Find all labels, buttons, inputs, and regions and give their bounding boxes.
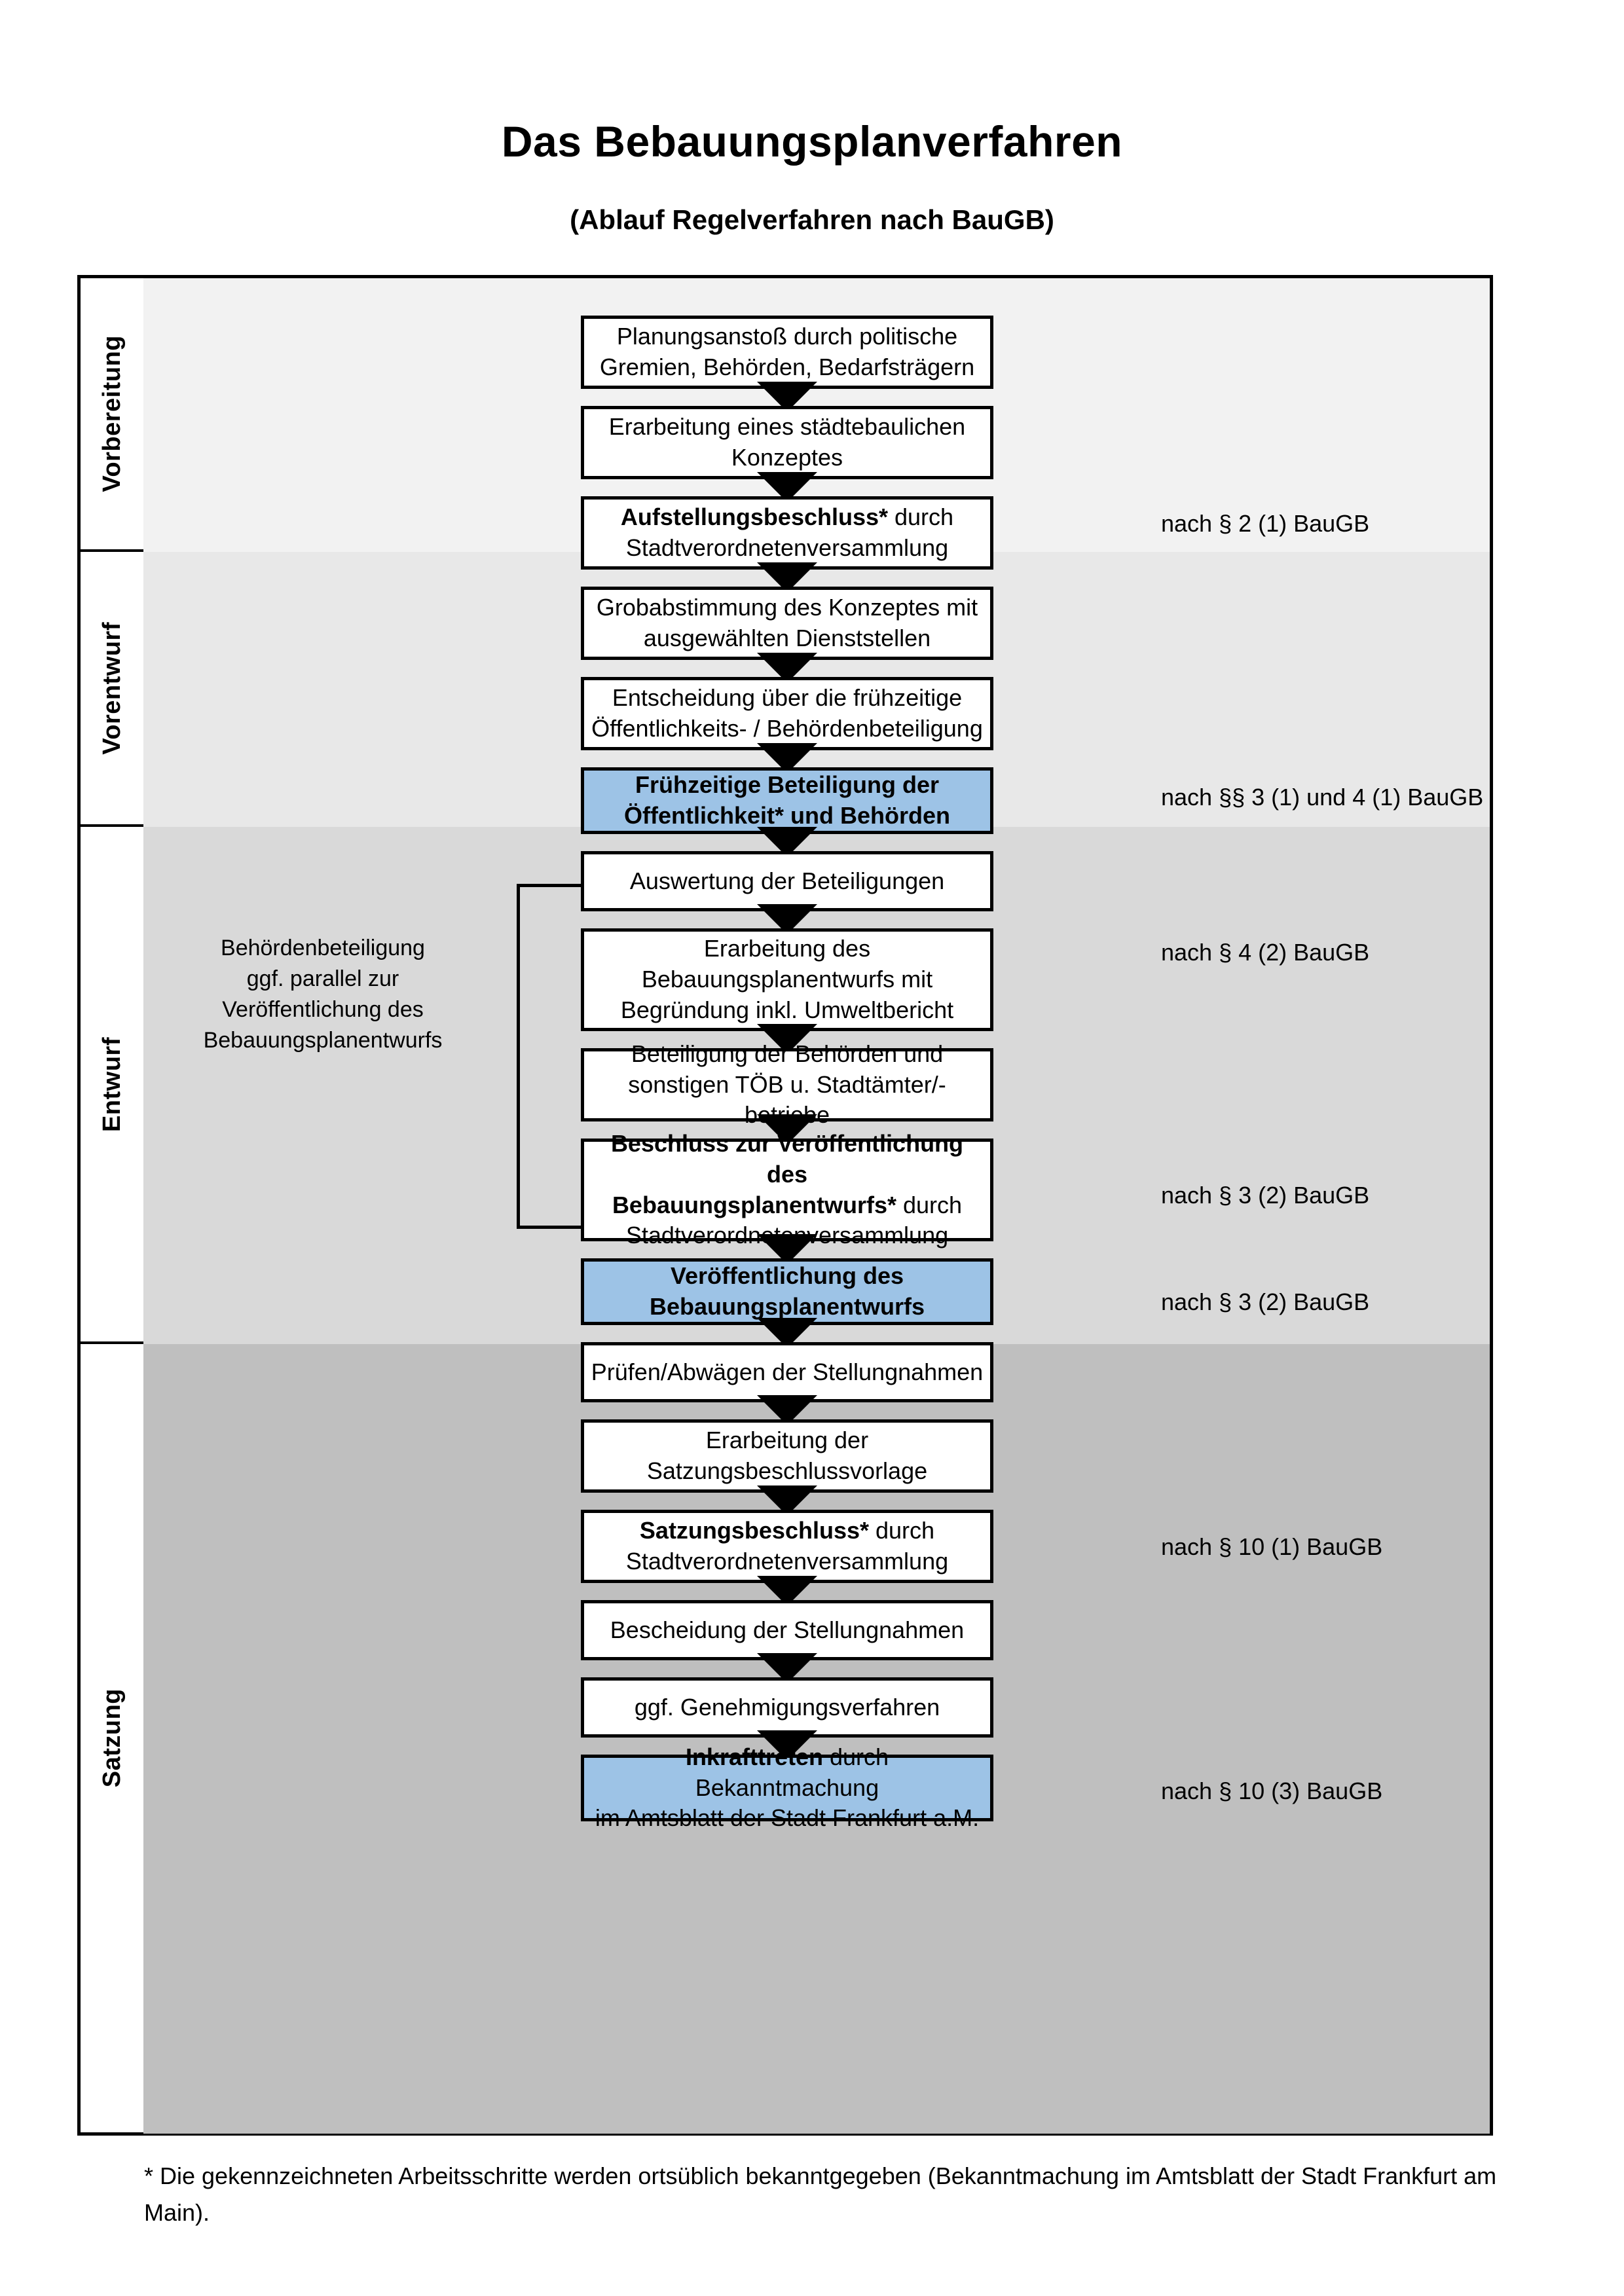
phase-cell-entwurf: Entwurf	[81, 827, 143, 1344]
step-box-grobabstimmung[interactable]: Grobabstimmung des Konzeptes mit ausgewä…	[581, 587, 993, 660]
step-box-planungsanstoss[interactable]: Planungsanstoß durch politische Gremien,…	[581, 316, 993, 389]
step-beschluss-line-2-rest: durch	[896, 1191, 963, 1218]
step-inkrafttreten-line-2: im Amtsblatt der Stadt Frankfurt a.M.	[595, 1804, 980, 1832]
side-note-behoerdenbeteiligung: Behördenbeteiligung ggf. parallel zur Ve…	[179, 933, 467, 1056]
step-erarbeitung-entwurf-line-3: Begründung inkl. Umweltbericht	[620, 996, 954, 1023]
legal-reference-2-1: nach § 2 (1) BauGB	[1161, 510, 1370, 537]
step-box-pruefen-abwaegen[interactable]: Prüfen/Abwägen der Stellungnahmen	[581, 1342, 993, 1402]
phase-cell-vorbereitung: Vorbereitung	[81, 278, 143, 552]
step-box-erarbeitung-entwurf[interactable]: Erarbeitung des Bebauungsplanentwurfs mi…	[581, 928, 993, 1031]
step-box-genehmigungsverfahren[interactable]: ggf. Genehmigungsverfahren	[581, 1677, 993, 1738]
side-note-line-3: Veröffentlichung des	[222, 996, 424, 1022]
bypass-connector-bottom-segment	[517, 1226, 621, 1229]
legal-reference-10-3: nach § 10 (3) BauGB	[1161, 1777, 1383, 1804]
side-note-line-2: ggf. parallel zur	[246, 966, 399, 991]
legal-reference-10-1: nach § 10 (1) BauGB	[1161, 1533, 1383, 1560]
phase-cell-vorentwurf: Vorentwurf	[81, 552, 143, 827]
legal-reference-3-2-b: nach § 3 (2) BauGB	[1161, 1288, 1370, 1315]
step-erarbeitung-entwurf-line-1: Erarbeitung des	[703, 935, 871, 962]
step-veroeffentlichung-line-2: Bebauungsplanentwurfs	[649, 1293, 925, 1320]
step-grobabstimmung-line-1: Grobabstimmung des Konzeptes mit	[596, 594, 978, 621]
step-satzungsbeschluss-bold-lead: Satzungsbeschluss*	[639, 1517, 870, 1544]
step-box-veroeffentlichung[interactable]: Veröffentlichung des Bebauungsplanentwur…	[581, 1258, 993, 1325]
step-beschluss-bold-lead-1: Beschluss zur Veröffentlichung des	[610, 1129, 964, 1188]
step-beschluss-bold-lead-2: Bebauungsplanentwurfs*	[612, 1191, 896, 1218]
step-box-satzungsbeschlussvorlage[interactable]: Erarbeitung der Satzungsbeschlussvorlage	[581, 1419, 993, 1493]
step-auswertung-line-1: Auswertung der Beteiligungen	[629, 867, 945, 894]
step-box-beschluss-veroeffentlichung[interactable]: Beschluss zur Veröffentlichung des Bebau…	[581, 1130, 993, 1248]
step-konzept-line-1: Erarbeitung eines städtebaulichen	[608, 413, 966, 441]
step-box-satzungsbeschluss[interactable]: Satzungsbeschluss* durch Stadtverordnete…	[581, 1510, 993, 1583]
step-konzept-line-2: Konzeptes	[731, 444, 843, 471]
step-inkrafttreten-line-1-rest: durch Bekanntmachung	[695, 1743, 889, 1801]
step-erarbeitung-entwurf-line-2: Bebauungsplanentwurfs mit	[641, 966, 933, 993]
step-box-konzept[interactable]: Erarbeitung eines städtebaulichen Konzep…	[581, 406, 993, 479]
legal-reference-4-2: nach § 4 (2) BauGB	[1161, 939, 1370, 966]
footnote-text: * Die gekennzeichneten Arbeitsschritte w…	[144, 2162, 1497, 2226]
side-note-line-4: Bebauungsplanentwurfs	[203, 1027, 443, 1053]
phase-cell-satzung: Satzung	[81, 1344, 143, 2132]
side-note-line-1: Behördenbeteiligung	[221, 936, 425, 960]
step-pruefen-abwaegen-line-1: Prüfen/Abwägen der Stellungnahmen	[591, 1358, 984, 1385]
flowchart-frame: Vorbereitung Vorentwurf Entwurf Satzung …	[77, 275, 1493, 2136]
page-subtitle: (Ablauf Regelverfahren nach BauGB)	[570, 204, 1054, 235]
step-satzungsbeschluss-line-2: Stadtverordnetenversammlung	[625, 1548, 949, 1575]
legal-reference-3-2-a: nach § 3 (2) BauGB	[1161, 1182, 1370, 1209]
step-aufstellungsbeschluss-bold-lead: Aufstellungsbeschluss*	[620, 503, 889, 531]
phase-label-column: Vorbereitung Vorentwurf Entwurf Satzung	[81, 278, 143, 2132]
phase-label-vorentwurf: Vorentwurf	[98, 621, 126, 755]
step-box-fruehzeitige-beteiligung[interactable]: Frühzeitige Beteiligung der Öffentlichke…	[581, 767, 993, 834]
step-satzungsbeschluss-line-1-rest: durch	[869, 1517, 935, 1544]
step-box-beteiligung-behoerden[interactable]: Beteiligung der Behörden und sonstigen T…	[581, 1040, 993, 1128]
step-box-bescheidung[interactable]: Bescheidung der Stellungnahmen	[581, 1600, 993, 1660]
step-entscheidung-line-2: Öffentlichkeits- / Behördenbeteiligung	[591, 715, 983, 742]
step-genehmigungsverfahren-line-1: ggf. Genehmigungsverfahren	[634, 1693, 940, 1721]
step-entscheidung-line-1: Entscheidung über die frühzeitige	[612, 684, 963, 712]
step-box-auswertung[interactable]: Auswertung der Beteiligungen	[581, 851, 993, 911]
page-title: Das Bebauungsplanverfahren	[501, 117, 1123, 166]
step-bescheidung-line-1: Bescheidung der Stellungnahmen	[610, 1616, 965, 1643]
step-beteiligung-behoerden-line-1: Beteiligung der Behörden und	[631, 1040, 944, 1067]
step-veroeffentlichung-line-1: Veröffentlichung des	[670, 1262, 904, 1290]
legal-reference-3-1-4-1: nach §§ 3 (1) und 4 (1) BauGB	[1161, 784, 1484, 811]
step-satzungsvorlage-line-2: Satzungsbeschlussvorlage	[646, 1457, 928, 1484]
bypass-connector-vertical-segment	[517, 884, 520, 1229]
step-fruehzeitige-line-2: Öffentlichkeit* und Behörden	[623, 802, 951, 829]
phase-label-vorbereitung: Vorbereitung	[98, 335, 126, 492]
step-box-inkrafttreten[interactable]: Inkrafttreten durch Bekanntmachung im Am…	[581, 1743, 993, 1831]
step-grobabstimmung-line-2: ausgewählten Dienststellen	[643, 625, 931, 651]
phase-label-entwurf: Entwurf	[98, 1036, 126, 1132]
step-satzungsvorlage-line-1: Erarbeitung der	[705, 1427, 869, 1454]
step-planungsanstoss-line-1: Planungsanstoß durch politische	[616, 323, 958, 350]
step-planungsanstoss-line-2: Gremien, Behörden, Bedarfsträgern	[599, 354, 975, 380]
step-fruehzeitige-line-1: Frühzeitige Beteiligung der	[635, 771, 940, 799]
step-box-aufstellungsbeschluss[interactable]: Aufstellungsbeschluss* durch Stadtverord…	[581, 496, 993, 570]
step-aufstellungsbeschluss-line-2: Stadtverordnetenversammlung	[625, 534, 949, 561]
phase-label-satzung: Satzung	[98, 1688, 126, 1788]
step-aufstellungsbeschluss-line-1-rest: durch	[888, 503, 954, 531]
step-inkrafttreten-bold-lead: Inkrafttreten	[685, 1743, 823, 1770]
step-box-entscheidung-beteiligung[interactable]: Entscheidung über die frühzeitige Öffent…	[581, 677, 993, 750]
